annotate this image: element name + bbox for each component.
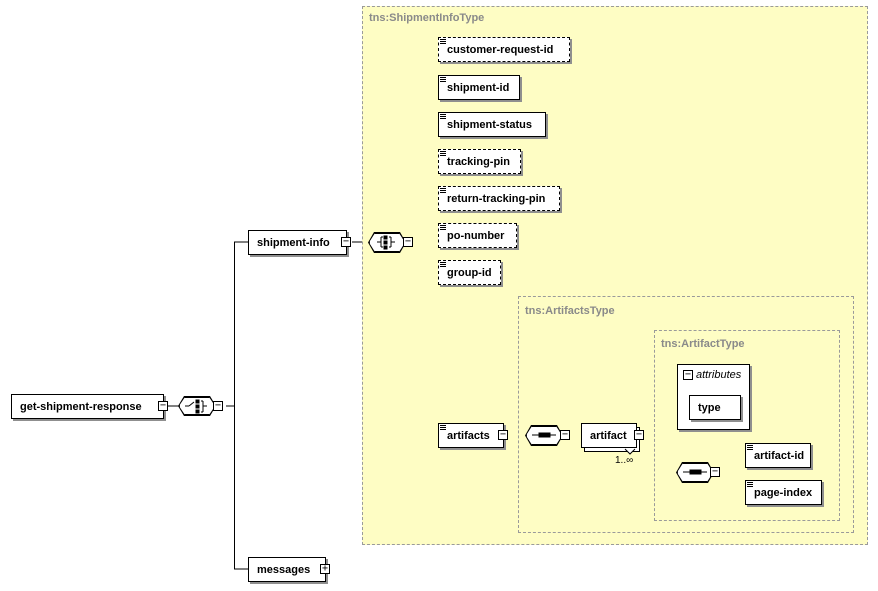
collapse-icon[interactable]: − [403,236,413,247]
shipment-id-label: shipment-id [447,81,510,94]
attributes-title: attributes [696,369,742,381]
customer-request-id-label: customer-request-id [447,43,554,56]
collapse-icon[interactable]: − [213,400,223,411]
element-lines-icon [440,39,446,44]
collapse-icon[interactable]: − [341,236,351,247]
element-lines-icon [440,151,446,156]
artifact-element[interactable]: artifact [581,423,637,448]
get-shipment-response-element[interactable]: get-shipment-response [11,394,164,419]
shipment-status-label: shipment-status [447,118,532,131]
collapse-icon[interactable]: − [560,429,570,440]
choice-glyph-icon [185,399,207,414]
chevron-down-icon [624,448,636,455]
type-attribute-label: type [698,401,721,414]
shipment-info-type-label: tns:ShipmentInfoType [369,12,485,24]
artifacts-label: artifacts [447,429,490,442]
get-shipment-response-label: get-shipment-response [20,400,142,413]
sequence-glyph-icon [683,469,707,475]
element-lines-icon [440,188,446,193]
po-number-label: po-number [447,229,505,242]
artifacts-type-region [518,296,854,533]
group-id-label: group-id [447,266,492,279]
sequence-glyph-icon [532,432,556,438]
page-index-element[interactable]: page-index [745,480,822,505]
artifact-occurrence: 1..∞ [615,455,634,466]
collapse-icon[interactable]: − [634,429,644,440]
messages-element[interactable]: messages [248,557,326,582]
page-index-label: page-index [754,486,813,499]
shipment-status-element[interactable]: shipment-status [438,112,546,137]
element-lines-icon [440,262,446,267]
artifact-type-label: tns:ArtifactType [661,338,745,350]
element-lines-icon [440,225,446,230]
expand-icon[interactable]: + [320,563,330,574]
element-lines-icon [440,425,446,430]
return-tracking-pin-element[interactable]: return-tracking-pin [438,186,560,211]
collapse-icon[interactable]: − [158,400,168,411]
shipment-id-element[interactable]: shipment-id [438,75,520,100]
element-lines-icon [747,482,753,487]
po-number-element[interactable]: po-number [438,223,517,248]
shipment-info-element[interactable]: shipment-info [248,230,347,255]
artifact-type-region [654,330,840,521]
collapse-icon[interactable]: − [710,466,720,477]
artifacts-type-label: tns:ArtifactsType [525,305,615,317]
tracking-pin-element[interactable]: tracking-pin [438,149,521,174]
tracking-pin-label: tracking-pin [447,155,510,168]
customer-request-id-element[interactable]: customer-request-id [438,37,570,62]
collapse-icon[interactable]: − [498,429,508,440]
all-glyph-icon [377,235,395,250]
return-tracking-pin-label: return-tracking-pin [447,192,546,205]
type-attribute[interactable]: type [689,395,741,420]
element-lines-icon [440,114,446,119]
group-id-element[interactable]: group-id [438,260,501,285]
messages-label: messages [257,563,311,576]
element-lines-icon [440,77,446,82]
element-lines-icon [747,445,753,450]
shipment-info-label: shipment-info [257,236,330,249]
collapse-icon[interactable]: − [683,369,693,380]
artifact-id-element[interactable]: artifact-id [745,443,811,468]
artifact-label: artifact [590,429,627,442]
artifacts-element[interactable]: artifacts [438,423,504,448]
artifact-id-label: artifact-id [754,449,805,462]
